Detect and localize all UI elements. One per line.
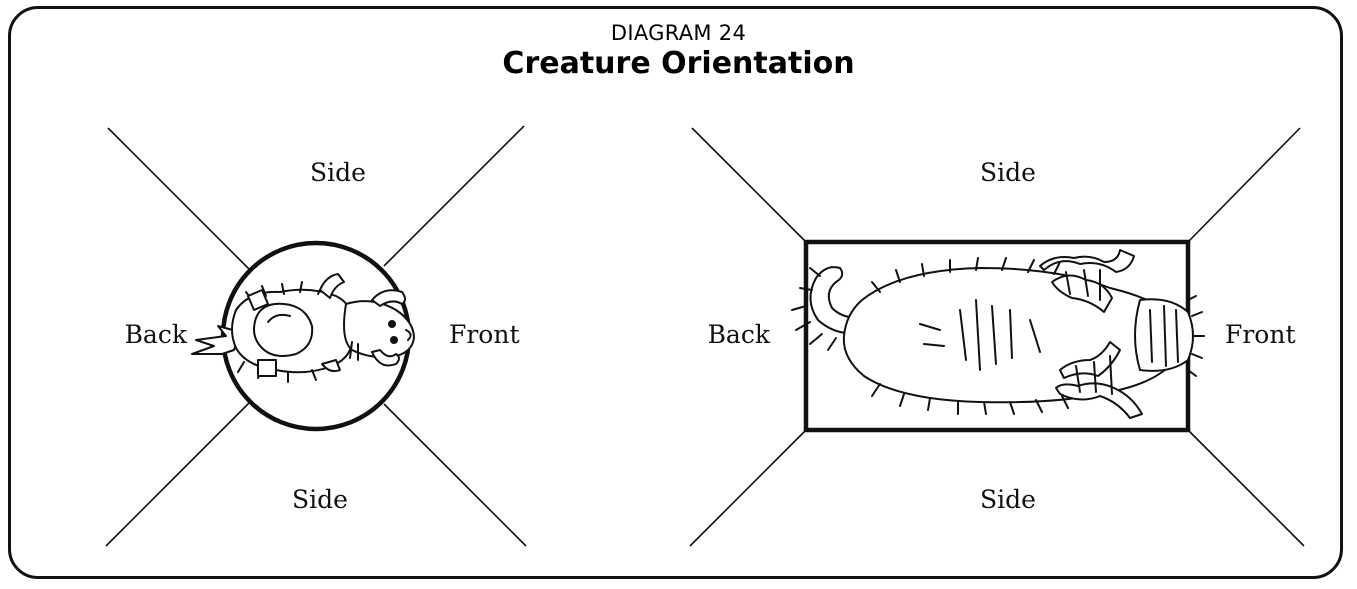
right-orientation-diagram: Side Side Back Front: [690, 128, 1304, 546]
right-diagonal-upper-right: [1188, 128, 1300, 242]
right-diagonal-lower-right: [1188, 430, 1304, 546]
creature-shell: [254, 304, 312, 356]
left-label-right: Front: [449, 320, 520, 349]
right-label-top: Side: [980, 158, 1036, 187]
creature-eye-upper: [389, 321, 395, 327]
creature-eye-lower: [391, 337, 397, 343]
right-label-right: Front: [1225, 320, 1296, 349]
left-label-top: Side: [310, 158, 366, 187]
right-diagonal-lower-left: [690, 430, 806, 546]
left-label-bottom: Side: [292, 485, 348, 514]
right-label-bottom: Side: [980, 485, 1036, 514]
left-diagonal-lower-right: [384, 404, 526, 546]
left-label-left: Back: [125, 320, 188, 349]
right-diagonal-upper-left: [692, 128, 806, 242]
left-diagonal-lower-left: [106, 402, 250, 546]
creature-pouch: [258, 360, 276, 376]
left-diagonal-upper-left: [108, 128, 250, 270]
right-label-left: Back: [708, 320, 771, 349]
left-diagonal-upper-right: [384, 126, 524, 266]
left-orientation-diagram: Side Side Back Front: [106, 126, 526, 546]
